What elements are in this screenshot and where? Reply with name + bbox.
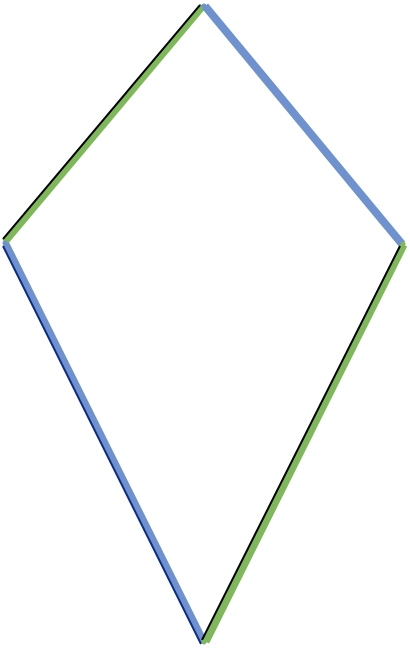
- edge-bottom-left: [2, 242, 208, 645]
- edge-top-right: [201, 3, 406, 247]
- vertex-top: [201, 3, 207, 9]
- vertex-left: [2, 240, 8, 246]
- edge-top-left: [2, 3, 206, 245]
- edge-bottom-right: [201, 243, 408, 644]
- vertex-bottom: [201, 639, 207, 645]
- vertex-right: [400, 241, 406, 247]
